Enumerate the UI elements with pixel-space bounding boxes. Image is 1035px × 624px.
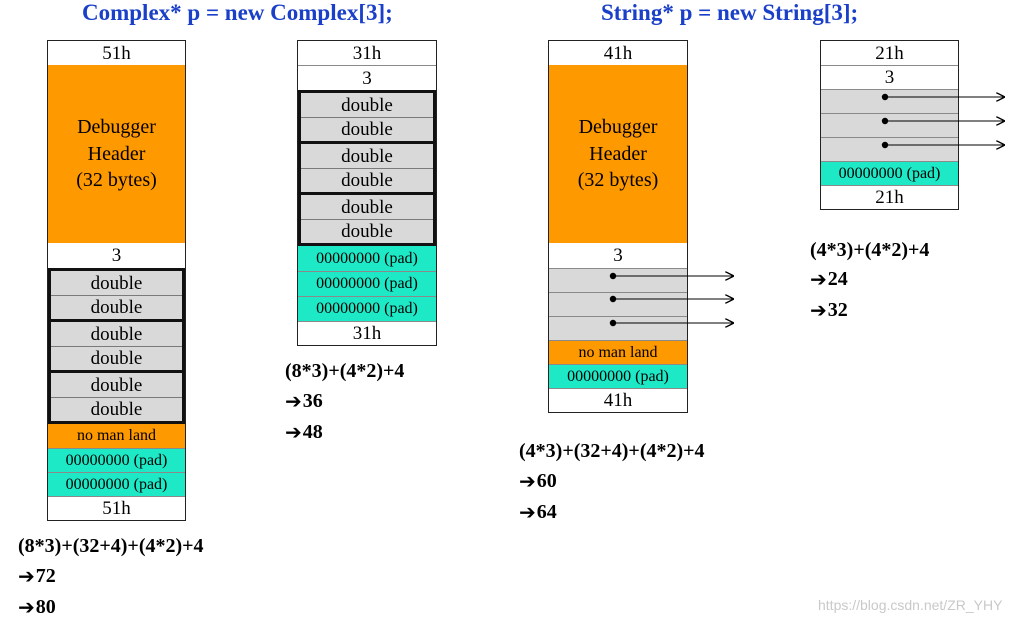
double-cell: double xyxy=(301,93,433,117)
complex-debug-count: 3 xyxy=(48,243,185,268)
string-debug-layout: 41h Debugger Header (32 bytes) 3 no man … xyxy=(548,40,688,413)
result-value: 64 xyxy=(536,501,557,523)
watermark: https://blog.csdn.net/ZR_YHY xyxy=(818,597,1003,613)
complex-debug-cookie-top: 51h xyxy=(48,41,185,65)
string-debug-cookie-bottom: 41h xyxy=(549,388,687,412)
double-cell: double xyxy=(51,346,182,370)
double-cell: double xyxy=(51,322,182,346)
pointer-cell xyxy=(821,137,958,161)
complex-element: double double xyxy=(48,319,185,373)
string-debug-header: Debugger Header (32 bytes) xyxy=(549,65,687,243)
string-release-result: ➔32 xyxy=(810,300,848,320)
pad-cell: 00000000 (pad) xyxy=(48,472,185,496)
double-cell: double xyxy=(301,144,433,168)
complex-element: double double xyxy=(48,370,185,424)
header-line: Debugger xyxy=(77,116,156,139)
string-release-formula: (4*3)+(4*2)+4 xyxy=(810,239,930,261)
string-debug-cookie-top: 41h xyxy=(549,41,687,65)
no-man-land-cell: no man land xyxy=(549,340,687,364)
complex-debug-result: ➔80 xyxy=(18,597,56,617)
result-value: 24 xyxy=(827,268,848,290)
string-release-result: ➔24 xyxy=(810,269,848,289)
string-release-cookie-bottom: 21h xyxy=(821,185,958,209)
complex-debug-formula: (8*3)+(32+4)+(4*2)+4 xyxy=(18,535,204,557)
pad-cell: 00000000 (pad) xyxy=(821,161,958,185)
header-line: (32 bytes) xyxy=(577,169,659,192)
result-value: 32 xyxy=(827,299,848,321)
string-title: String* p = new String[3]; xyxy=(601,0,859,25)
result-value: 36 xyxy=(302,390,323,412)
arrow-icon: ➔ xyxy=(519,469,536,493)
pad-cell: 00000000 (pad) xyxy=(298,296,436,321)
result-value: 80 xyxy=(35,596,56,618)
string-debug-formula: (4*3)+(32+4)+(4*2)+4 xyxy=(519,440,705,462)
string-release-cookie-top: 21h xyxy=(821,41,958,65)
header-line: (32 bytes) xyxy=(76,169,157,192)
arrow-icon: ➔ xyxy=(18,564,35,588)
double-cell: double xyxy=(51,295,182,319)
header-line: Header xyxy=(589,142,647,165)
result-value: 60 xyxy=(536,470,557,492)
complex-debug-layout: 51h Debugger Header (32 bytes) 3 double … xyxy=(47,40,186,521)
pad-cell: 00000000 (pad) xyxy=(298,246,436,271)
complex-release-layout: 31h 3 double double double double double… xyxy=(297,40,437,346)
complex-element: double double xyxy=(298,192,436,246)
result-value: 72 xyxy=(35,565,56,587)
arrow-icon: ➔ xyxy=(285,420,302,444)
string-release-count: 3 xyxy=(821,65,958,89)
pad-cell: 00000000 (pad) xyxy=(48,448,185,472)
double-cell: double xyxy=(301,219,433,243)
complex-title: Complex* p = new Complex[3]; xyxy=(82,0,393,25)
double-cell: double xyxy=(301,117,433,141)
complex-release-cookie-bottom: 31h xyxy=(298,321,436,345)
complex-release-result: ➔48 xyxy=(285,422,323,442)
complex-release-count: 3 xyxy=(298,65,436,90)
string-debug-result: ➔60 xyxy=(519,471,557,491)
complex-debug-cookie-bottom: 51h xyxy=(48,496,185,520)
no-man-land-cell: no man land xyxy=(48,424,185,448)
arrow-icon: ➔ xyxy=(810,298,827,322)
pad-cell: 00000000 (pad) xyxy=(298,271,436,296)
arrow-icon: ➔ xyxy=(519,500,536,524)
pointer-cell xyxy=(549,292,687,316)
pad-cell: 00000000 (pad) xyxy=(549,364,687,388)
arrow-icon: ➔ xyxy=(18,595,35,619)
complex-release-cookie-top: 31h xyxy=(298,41,436,65)
pointer-cell xyxy=(821,89,958,113)
string-debug-count: 3 xyxy=(549,243,687,268)
complex-element: double double xyxy=(298,141,436,195)
complex-element: double double xyxy=(298,90,436,144)
complex-element: double double xyxy=(48,268,185,322)
double-cell: double xyxy=(51,397,182,421)
double-cell: double xyxy=(51,373,182,397)
pointer-cell xyxy=(549,316,687,340)
arrow-icon: ➔ xyxy=(810,267,827,291)
result-value: 48 xyxy=(302,421,323,443)
double-cell: double xyxy=(301,195,433,219)
double-cell: double xyxy=(51,271,182,295)
double-cell: double xyxy=(301,168,433,192)
complex-debug-header: Debugger Header (32 bytes) xyxy=(48,65,185,243)
string-release-layout: 21h 3 00000000 (pad) 21h xyxy=(820,40,959,210)
header-line: Debugger xyxy=(578,116,658,139)
pointer-cell xyxy=(549,268,687,292)
string-debug-result: ➔64 xyxy=(519,502,557,522)
arrow-icon: ➔ xyxy=(285,389,302,413)
pointer-cell xyxy=(821,113,958,137)
complex-release-formula: (8*3)+(4*2)+4 xyxy=(285,360,405,382)
complex-release-result: ➔36 xyxy=(285,391,323,411)
complex-debug-result: ➔72 xyxy=(18,566,56,586)
header-line: Header xyxy=(87,142,146,165)
